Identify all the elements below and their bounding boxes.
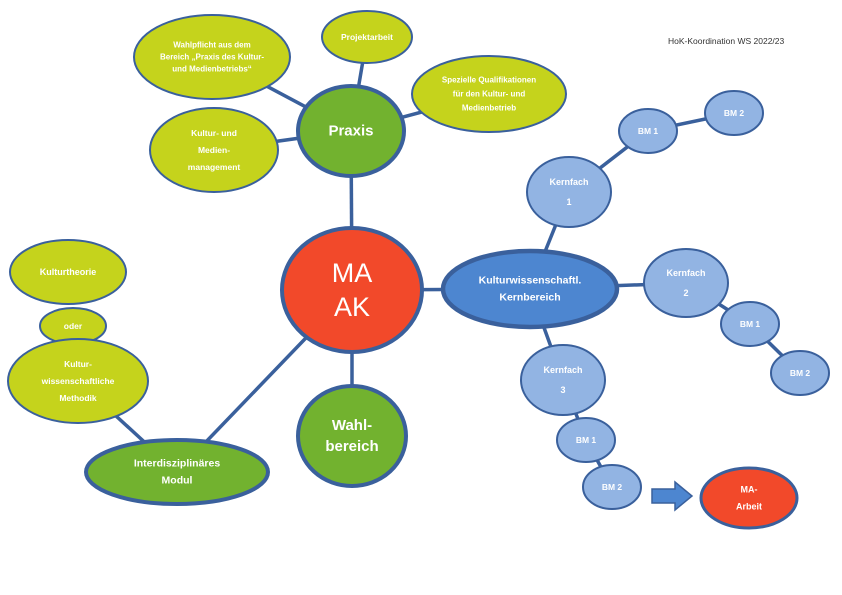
node-k1-bm1: BM 1 xyxy=(618,108,678,154)
node-label-kulturwiss-kern: Kulturwissenschaftl. xyxy=(479,275,582,287)
node-label-oder: oder xyxy=(64,321,83,331)
node-wahlbereich: Wahl-bereich xyxy=(296,384,408,488)
node-label-k2-bm1: BM 1 xyxy=(740,319,761,329)
node-label-spezielle-quali: für den Kultur- und xyxy=(453,90,526,99)
node-shape-praxis xyxy=(296,84,406,178)
node-shape-k2-bm1 xyxy=(720,301,780,347)
node-label-wahlpflicht: Wahlpflicht aus dem xyxy=(173,41,251,50)
node-shape-ma-arbeit xyxy=(699,466,799,530)
node-shape-wahlpflicht xyxy=(133,14,291,100)
node-kulturtheorie: Kulturtheorie xyxy=(9,239,127,305)
node-shape-kernfach1 xyxy=(526,156,612,228)
node-shape-kulturtheorie xyxy=(9,239,127,305)
node-label-methodik: wissenschaftliche xyxy=(41,376,115,386)
node-label-interdisziplinaer: Interdisziplinäres xyxy=(134,458,221,470)
node-kernfach1: Kernfach 1 xyxy=(526,156,612,228)
node-shape-kultur-medien xyxy=(149,107,279,193)
node-shape-k1-bm2 xyxy=(704,90,764,136)
node-shape-ma-ak xyxy=(280,226,424,354)
node-label-kulturtheorie: Kulturtheorie xyxy=(40,267,97,277)
node-spezielle-quali: Spezielle Qualifikationen für den Kultur-… xyxy=(411,55,567,133)
node-label-kulturwiss-kern: Kernbereich xyxy=(499,292,560,304)
node-shape-k2-bm2 xyxy=(770,350,830,396)
node-label-ma-ak: AK xyxy=(334,292,370,322)
node-shape-interdisziplinaer xyxy=(84,438,270,506)
node-shape-k3-bm2 xyxy=(582,464,642,510)
nodes-layer: MAAKPraxisWahl-bereichInterdisziplinäres… xyxy=(7,10,830,530)
node-shape-k3-bm1 xyxy=(556,417,616,463)
node-kernfach3: Kernfach 3 xyxy=(520,344,606,416)
node-label-kultur-medien: Medien- xyxy=(198,145,230,155)
node-shape-kernfach2 xyxy=(643,248,729,318)
node-label-kultur-medien: management xyxy=(188,162,241,172)
node-label-ma-arbeit: Arbeit xyxy=(736,502,762,512)
node-label-methodik: Kultur- xyxy=(64,359,92,369)
node-label-kernfach3: Kernfach xyxy=(543,365,582,375)
node-shape-k1-bm1 xyxy=(618,108,678,154)
node-label-kernfach2: 2 xyxy=(683,288,688,298)
node-label-k3-bm2: BM 2 xyxy=(602,482,623,492)
corner-note: HoK-Koordination WS 2022/23 xyxy=(668,36,785,46)
node-label-kultur-medien: Kultur- und xyxy=(191,128,237,138)
node-label-ma-ak: MA xyxy=(332,258,373,288)
node-label-wahlpflicht: und Medienbetriebs“ xyxy=(172,65,252,74)
node-label-wahlpflicht: Bereich „Praxis des Kultur- xyxy=(160,53,264,62)
node-shape-methodik xyxy=(7,338,149,424)
node-kernfach2: Kernfach 2 xyxy=(643,248,729,318)
node-label-k3-bm1: BM 1 xyxy=(576,435,597,445)
node-label-methodik: Methodik xyxy=(59,393,97,403)
node-k2-bm1: BM 1 xyxy=(720,301,780,347)
node-label-praxis: Praxis xyxy=(328,123,373,140)
node-label-k2-bm2: BM 2 xyxy=(790,368,811,378)
node-label-interdisziplinaer: Modul xyxy=(162,475,193,487)
node-ma-arbeit: MA- Arbeit xyxy=(699,466,799,530)
node-shape-kulturwiss-kern xyxy=(440,248,620,330)
node-label-wahlbereich: Wahl- xyxy=(332,417,372,434)
node-ma-ak: MA AK xyxy=(280,226,424,354)
node-k2-bm2: BM 2 xyxy=(770,350,830,396)
node-shape-kernfach3 xyxy=(520,344,606,416)
node-shape-spezielle-quali xyxy=(411,55,567,133)
node-shape-projektarbeit xyxy=(321,10,413,64)
node-label-spezielle-quali: Spezielle Qualifikationen xyxy=(442,76,536,85)
node-label-k1-bm2: BM 2 xyxy=(724,108,745,118)
node-kulturwiss-kern: Kulturwissenschaftl. Kernbereich xyxy=(440,248,620,330)
node-praxis: Praxis xyxy=(296,84,406,178)
node-k1-bm2: BM 2 xyxy=(704,90,764,136)
node-k3-bm2: BM 2 xyxy=(582,464,642,510)
node-label-projektarbeit: Projektarbeit xyxy=(341,32,393,42)
node-shape-wahlbereich xyxy=(296,384,408,488)
node-label-kernfach1: Kernfach xyxy=(549,177,588,187)
node-label-ma-arbeit: MA- xyxy=(741,485,758,495)
node-label-kernfach2: Kernfach xyxy=(666,268,705,278)
node-label-k1-bm1: BM 1 xyxy=(638,126,659,136)
node-label-spezielle-quali: Medienbetrieb xyxy=(462,104,516,113)
node-projektarbeit: Projektarbeit xyxy=(321,10,413,64)
node-label-wahlbereich: bereich xyxy=(325,438,378,455)
node-label-kernfach3: 3 xyxy=(560,385,565,395)
node-label-kernfach1: 1 xyxy=(566,197,571,207)
node-k3-bm1: BM 1 xyxy=(556,417,616,463)
arrow-to-ma-arbeit xyxy=(651,480,694,512)
